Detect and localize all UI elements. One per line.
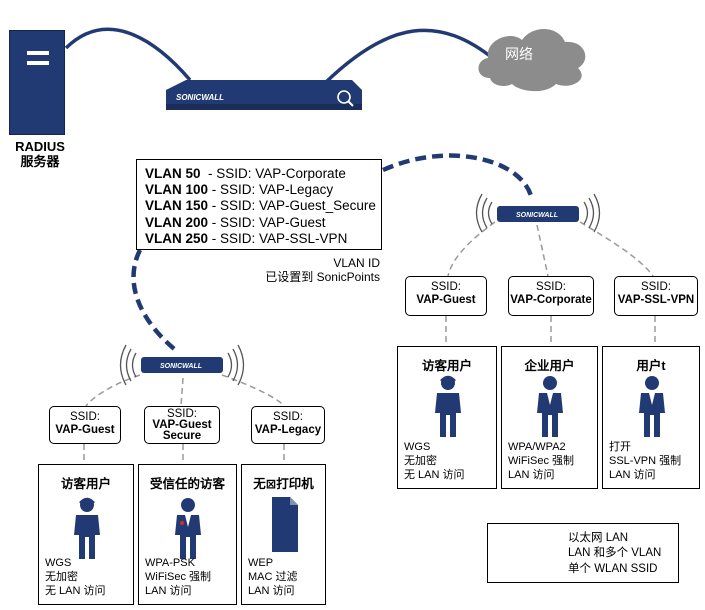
vlan-row: VLAN 50 - SSID: VAP-Corporate [145, 166, 346, 181]
document-icon [272, 497, 298, 552]
ssid-box: SSID: VAP-Legacy [251, 406, 325, 444]
radius-server-icon [9, 30, 65, 135]
user-card: 访客用户 WGS 无加密 无 LAN 访问 [397, 346, 497, 489]
ssid-box: SSID: VAP-SSL-VPN [614, 276, 698, 316]
vlan-row: VLAN 250 - SSID: VAP-SSL-VPN [145, 230, 348, 246]
svg-text:SONICWALL: SONICWALL [160, 363, 202, 370]
legend: 以太网 LAN LAN 和多个 VLAN 单个 WLAN SSID [487, 523, 679, 583]
ssid-box: SSID: VAP-Guest [405, 276, 487, 316]
guest-user-icon [74, 497, 100, 559]
remote-user-icon [639, 376, 665, 437]
legend-vlan-label: LAN 和多个 VLAN [568, 547, 662, 559]
vlan-row: VLAN 100 - SSID: VAP-Legacy [145, 182, 334, 198]
corporate-user-icon [537, 376, 563, 437]
cloud-label: 网络 [505, 46, 533, 62]
vlan-trunk-left [131, 248, 180, 354]
sonicpoint-left: SONICWALL [119, 344, 245, 386]
vlan-row: VLAN 200 - SSID: VAP-Guest [145, 214, 326, 230]
ssid-box: SSID: VAP-Guest Secure [144, 406, 220, 444]
guest-user-icon [435, 375, 461, 437]
ssid-box: SSID: VAP-Corporate [508, 276, 594, 316]
svg-text:SONICWALL: SONICWALL [176, 93, 224, 102]
legend-ethernet-label: 以太网 LAN [568, 532, 629, 544]
sonicpoint-right: SONICWALL [475, 193, 601, 233]
ssid-links-left [83, 374, 285, 464]
vlan-table: VLAN 50 - SSID: VAP-Corporate VLAN 100 -… [136, 159, 382, 250]
legend-ssid-label: 单个 WLAN SSID [568, 563, 658, 575]
firewall-device: SONICWALL [166, 80, 362, 110]
user-card: 企业用户 WPA/WPA2 WiFiSec 强制 LAN 访问 [501, 346, 598, 489]
vlan-trunk-right [382, 153, 535, 201]
user-card: 无⊠打印机 WEP MAC 过滤 LAN 访问 [241, 464, 326, 605]
radius-label: RADIUS 服务器 [15, 139, 65, 169]
ethernet-link-cloud [323, 28, 497, 85]
ethernet-link-radius [64, 27, 192, 82]
ssid-box: SSID: VAP-Guest [49, 406, 121, 444]
user-card: 访客用户 WGS 无加密 无 LAN 访问 [38, 464, 134, 605]
user-card: 受信任的访客 WPA-PSK WiFiSec 强制 LAN 访问 [138, 464, 237, 605]
user-card: 用户t 打开 SSL-VPN 强制 LAN 访问 [602, 346, 700, 489]
vlan-row: VLAN 150 - SSID: VAP-Guest_Secure [145, 198, 376, 214]
svg-text:SONICWALL: SONICWALL [516, 212, 558, 219]
vlan-note: VLAN ID 已设置到 SonicPoints [265, 256, 380, 284]
cloud-icon [478, 28, 586, 92]
trusted-guest-icon [175, 498, 201, 559]
